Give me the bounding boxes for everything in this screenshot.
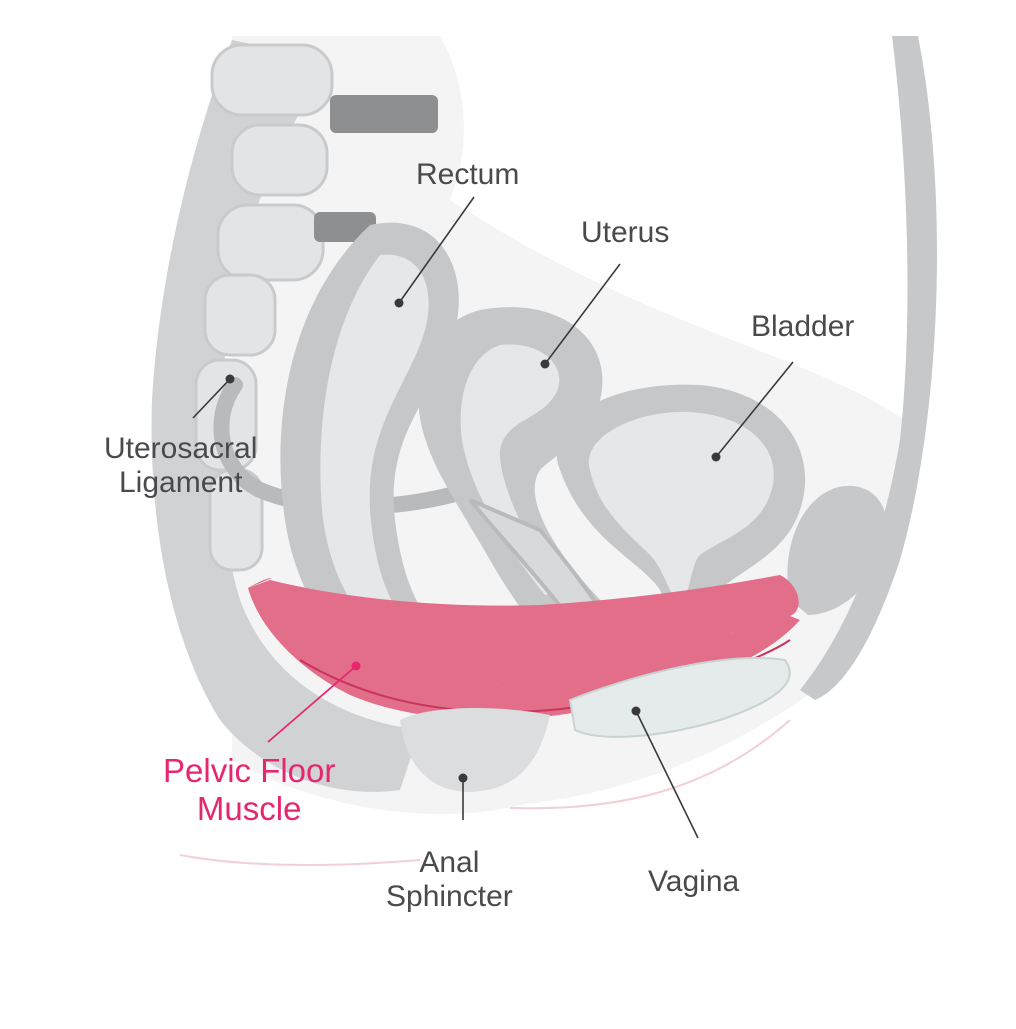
label-vagina: Vagina xyxy=(648,865,740,898)
label-anal-line1: Anal xyxy=(419,846,480,879)
label-bladder: Bladder xyxy=(751,310,855,343)
label-uterosacral-ligament: Uterosacral Ligament xyxy=(104,432,257,500)
leader-lines xyxy=(192,196,794,839)
label-anal-sphincter: Anal Sphincter xyxy=(386,846,513,914)
skin-outline xyxy=(179,854,421,866)
label-pelvic-line1: Pelvic Floor xyxy=(163,752,336,789)
label-rectum: Rectum xyxy=(416,158,520,191)
label-uterosacral-line2: Ligament xyxy=(118,466,243,499)
label-uterus: Uterus xyxy=(581,216,670,249)
label-anal-line2: Sphincter xyxy=(386,880,513,913)
bladder xyxy=(556,384,806,646)
pelvic-leader xyxy=(267,661,361,743)
abdominal-wall xyxy=(800,36,938,700)
perineal-body xyxy=(568,657,791,738)
pubic-bone xyxy=(787,485,888,615)
label-uterosacral-line1: Uterosacral xyxy=(104,432,258,465)
rectum xyxy=(280,222,514,695)
skin-outline-2 xyxy=(509,719,791,810)
label-pelvic-line2: Muscle xyxy=(196,790,302,827)
label-pelvic-floor-muscle: Pelvic Floor Muscle xyxy=(163,752,335,828)
anal-sphincter-shape xyxy=(400,708,550,792)
vertebrae xyxy=(194,43,438,572)
uterosacral-ligament xyxy=(213,377,478,515)
